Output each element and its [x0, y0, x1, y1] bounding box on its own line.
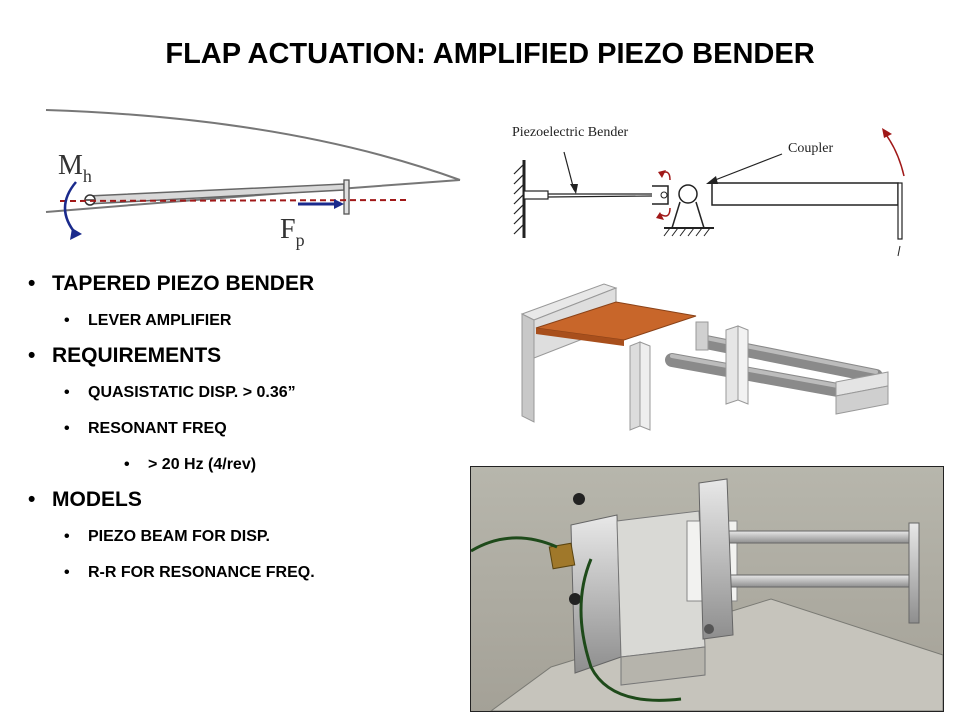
guide-rod-bottom [665, 353, 867, 401]
flap-plate [897, 182, 903, 240]
ground-hatch [663, 227, 711, 237]
bullet-item: •> 20 Hz (4/rev) [124, 456, 257, 473]
prototype-photo [470, 466, 944, 712]
flap-rotation-arrow [883, 131, 905, 177]
cad-model-rendering [520, 283, 889, 431]
bullet-item: •RESONANT FREQ [64, 420, 227, 437]
bullet-item: •PIEZO BEAM FOR DISP. [64, 528, 270, 545]
airfoil-upper-surface [45, 109, 461, 181]
bullet-item: •REQUIREMENTS [28, 344, 222, 367]
coupler-pivot [678, 184, 698, 204]
photo-rod-top [726, 530, 914, 544]
coupler-label: Coupler [788, 141, 833, 156]
moment-arrow [63, 181, 77, 235]
hinge-axis-line [59, 199, 409, 202]
bullet-item: •QUASISTATIC DISP. > 0.36” [64, 384, 296, 401]
photo-green-wire [471, 536, 558, 553]
wall-hatch [513, 163, 525, 235]
lever-arm [343, 179, 350, 215]
moment-label: Mh [58, 150, 92, 186]
photo-rod-bottom [726, 574, 914, 588]
lever-arm-box [711, 182, 899, 206]
force-label: Fp [280, 214, 305, 250]
rotation-arrow-bottom [659, 207, 671, 217]
bullet-item: •TAPERED PIEZO BENDER [28, 272, 315, 295]
piezo-bender-label: Piezoelectric Bender [512, 125, 629, 140]
airfoil-diagram: Mh Fp [45, 109, 461, 250]
bullet-item: •LEVER AMPLIFIER [64, 312, 232, 329]
mechanism-diagram: Piezoelectric Bender Coupler [512, 125, 905, 257]
piezo-plate [535, 301, 697, 341]
slide-title: FLAP ACTUATION: AMPLIFIED PIEZO BENDER [165, 38, 815, 70]
bullet-item: •MODELS [28, 488, 142, 511]
bullet-item: •R-R FOR RESONANCE FREQ. [64, 564, 315, 581]
